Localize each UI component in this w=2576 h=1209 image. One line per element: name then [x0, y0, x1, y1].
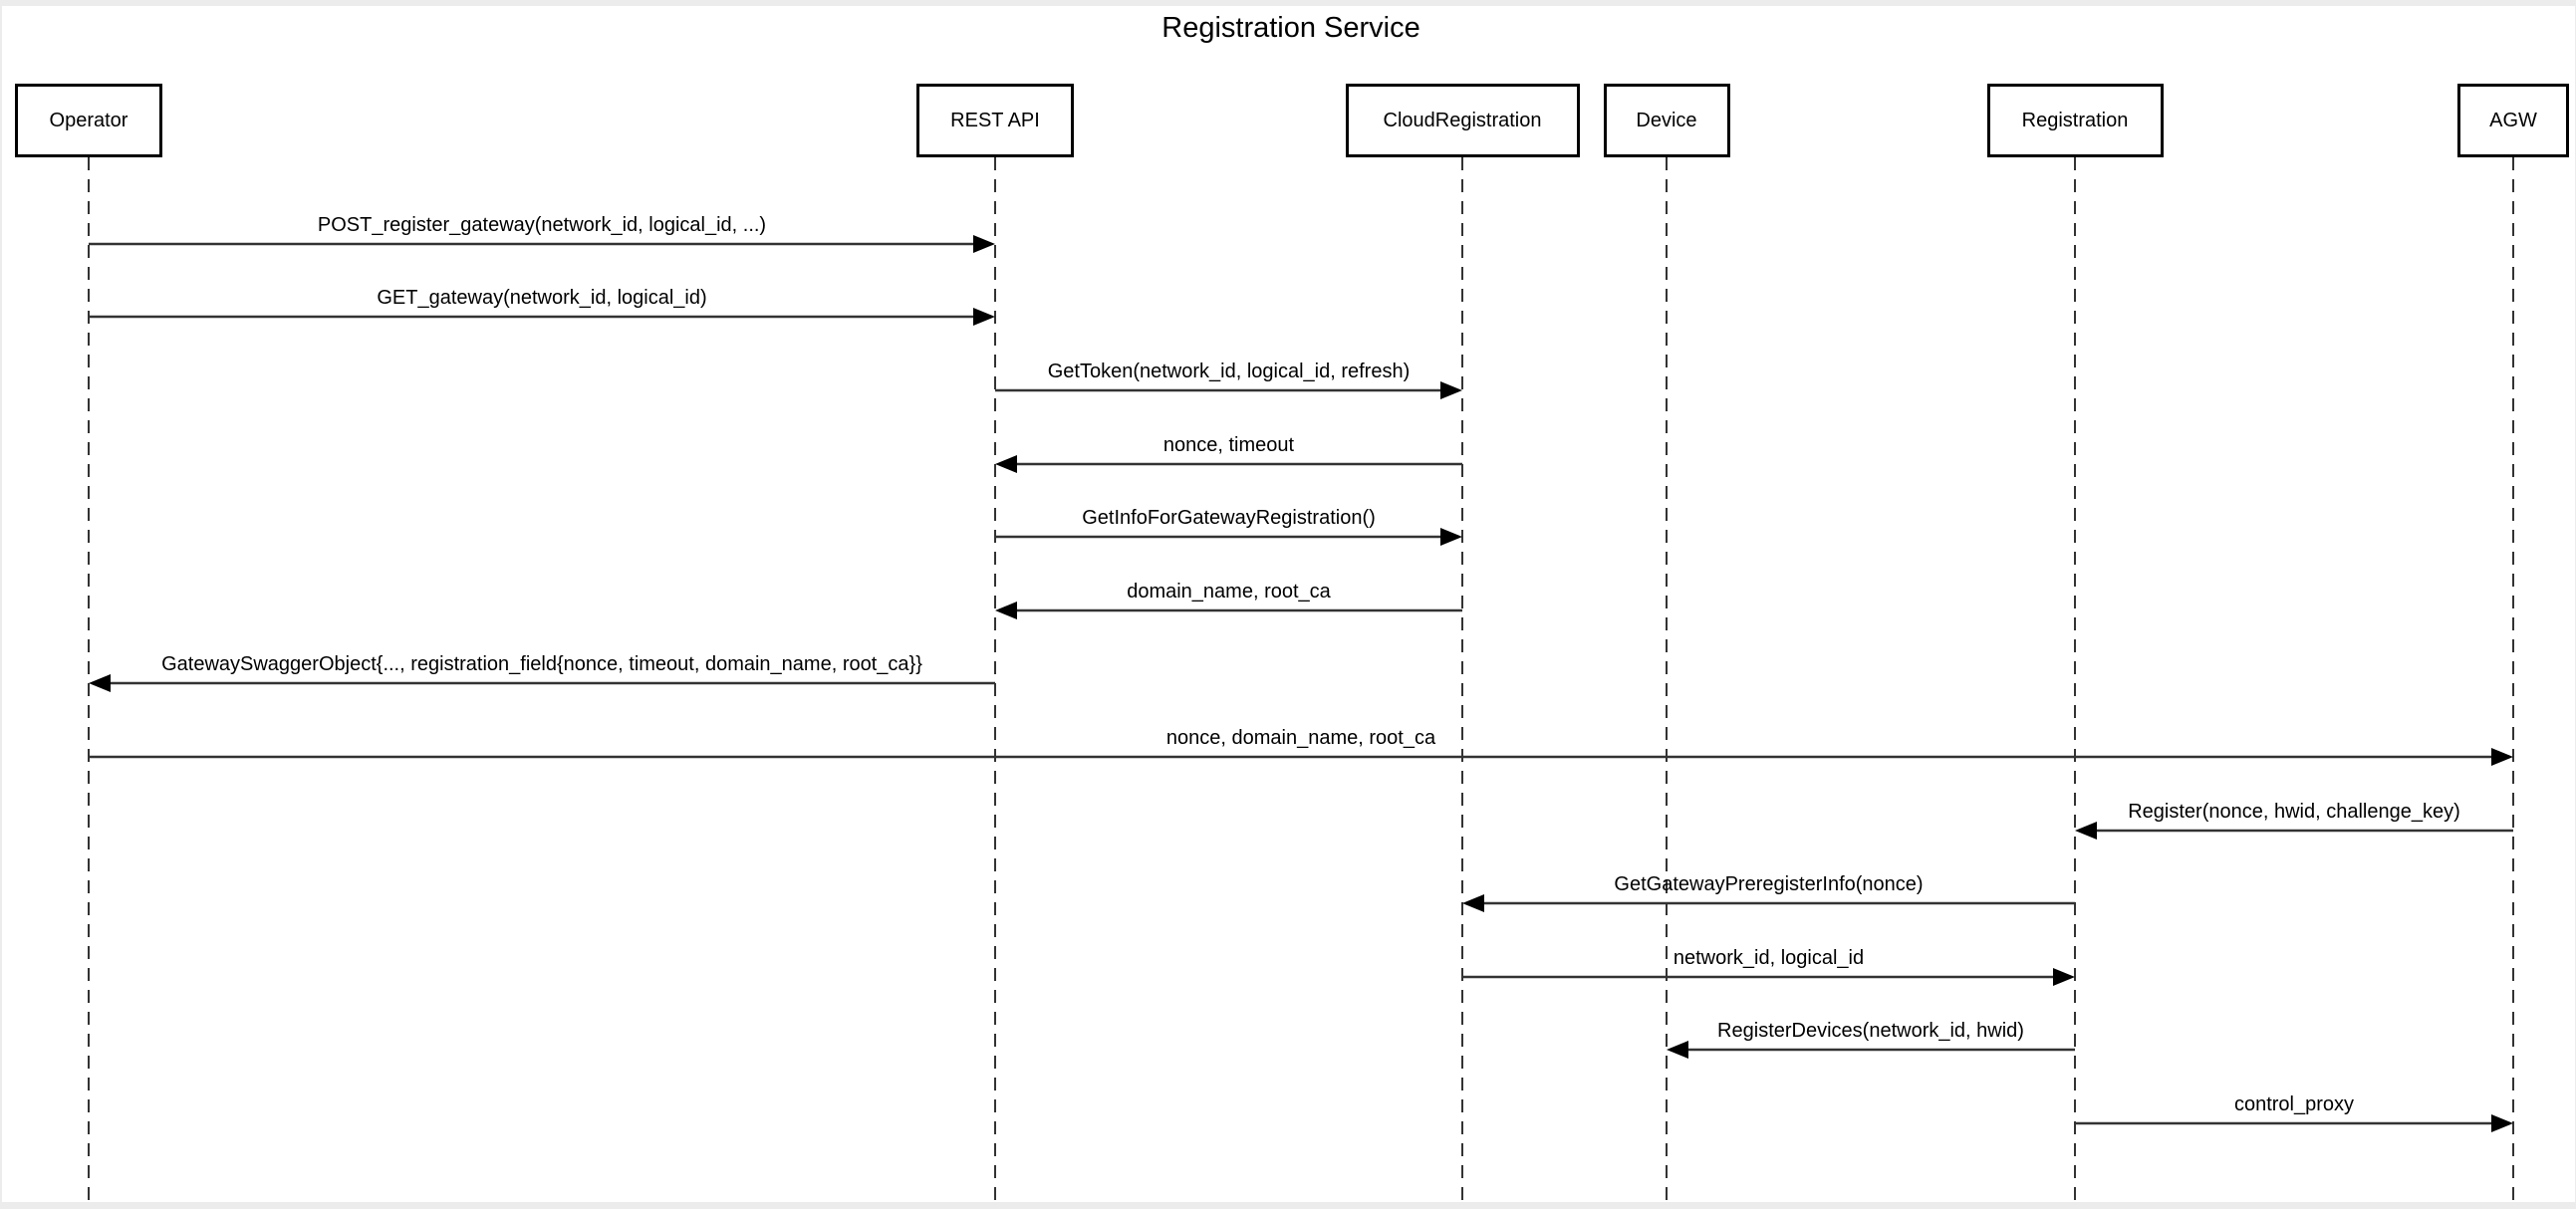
page-edge-bottom: [0, 1202, 2576, 1209]
participant-label: AGW: [2489, 109, 2537, 131]
message-label: control_proxy: [2233, 1093, 2355, 1115]
participant-agw: AGW: [2457, 84, 2569, 157]
participant-cloud-registration: CloudRegistration: [1345, 84, 1580, 157]
arrowhead-icon: [2075, 822, 2097, 840]
participant-label: Operator: [49, 109, 129, 131]
message-label: network_id, logical_id: [1673, 947, 1865, 969]
participant-rest-api: REST API: [916, 84, 1074, 157]
arrowhead-icon: [973, 235, 995, 253]
participant-label: CloudRegistration: [1383, 109, 1542, 131]
message-label: Register(nonce, hwid, challenge_key): [2128, 801, 2460, 823]
arrowhead-icon: [995, 455, 1017, 473]
message-label: POST_register_gateway(network_id, logica…: [317, 214, 767, 236]
message-label: nonce, domain_name, root_ca: [1165, 727, 1436, 749]
message-label: nonce, timeout: [1162, 434, 1295, 456]
page-edge-left: [0, 0, 2, 1209]
participant-operator: Operator: [15, 84, 162, 157]
message-label: domain_name, root_ca: [1127, 581, 1331, 603]
arrowhead-icon: [995, 602, 1017, 619]
participant-registration: Registration: [1986, 84, 2164, 157]
participant-label: Registration: [2021, 109, 2129, 131]
arrowhead-icon: [2053, 968, 2075, 986]
participant-label: REST API: [950, 109, 1040, 131]
message-label: GetGatewayPreregisterInfo(nonce): [1614, 873, 1924, 895]
arrowhead-icon: [2491, 1114, 2513, 1132]
arrowhead-icon: [973, 308, 995, 326]
page-edge-top: [0, 0, 2576, 6]
arrowhead-icon: [1440, 528, 1462, 546]
message-label: GatewaySwaggerObject{..., registration_f…: [161, 653, 922, 675]
arrowhead-icon: [89, 674, 111, 692]
arrowhead-icon: [1440, 381, 1462, 399]
participant-device: Device: [1603, 84, 1730, 157]
participant-label: Device: [1636, 109, 1697, 131]
message-label: RegisterDevices(network_id, hwid): [1717, 1020, 2024, 1042]
arrowhead-icon: [1462, 894, 1484, 912]
message-label: GetInfoForGatewayRegistration(): [1082, 507, 1376, 529]
message-label: GetToken(network_id, logical_id, refresh…: [1047, 361, 1411, 382]
arrowhead-icon: [1667, 1041, 1688, 1059]
arrowhead-icon: [2491, 748, 2513, 766]
diagram-title: Registration Service: [1161, 12, 1420, 44]
message-label: GET_gateway(network_id, logical_id): [377, 287, 707, 309]
